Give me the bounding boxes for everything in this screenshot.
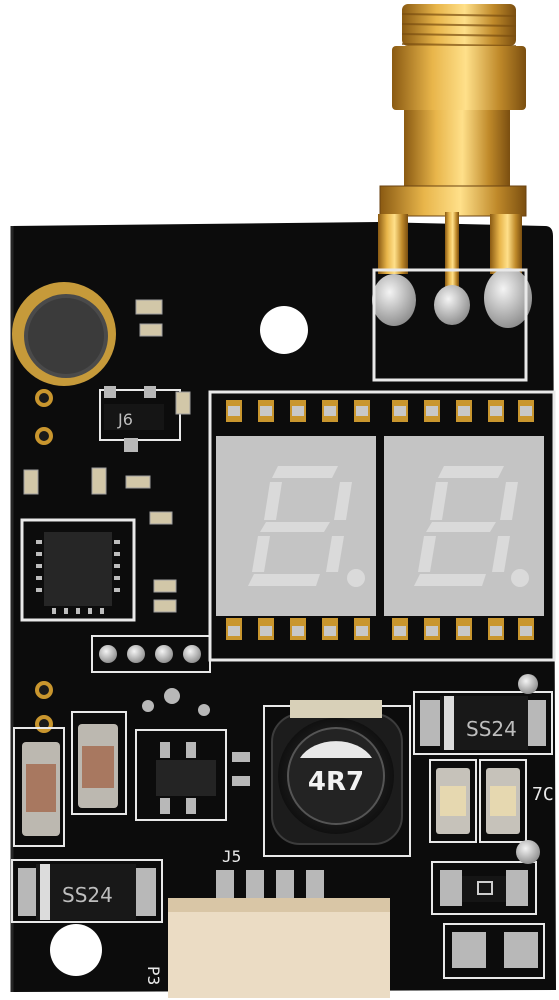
inductor-4r7: 4R7 xyxy=(263,700,411,857)
passives xyxy=(23,299,191,613)
connector-j5: J5 P3 xyxy=(144,847,390,998)
diode-ss24-bottom: SS24 xyxy=(11,859,163,923)
header-pads xyxy=(91,635,211,673)
mounting-hole-bottom xyxy=(50,924,102,976)
designator-j5: J5 xyxy=(222,847,241,866)
capacitors-left xyxy=(13,711,127,847)
side-mark: 7C xyxy=(532,784,554,805)
diode-ss24-top: SS24 xyxy=(413,691,553,755)
diode-top-label: SS24 xyxy=(466,717,517,741)
capacitors-right: 7C xyxy=(429,759,554,843)
connector-outline xyxy=(372,268,528,382)
designator-p3: P3 xyxy=(144,966,163,985)
sma-connector xyxy=(372,4,532,328)
designator-j6: J6 xyxy=(117,410,133,429)
bottom-right-pads xyxy=(431,674,545,979)
diode-bottom-label: SS24 xyxy=(62,883,113,907)
vias xyxy=(35,389,53,733)
transistor-j6: J6 xyxy=(99,386,181,452)
seven-segment-display xyxy=(208,390,556,662)
inductor-label: 4R7 xyxy=(308,767,364,797)
buzzer xyxy=(12,282,116,386)
qfn-chip xyxy=(20,518,136,622)
regulator-area xyxy=(135,688,250,821)
mounting-hole-top xyxy=(260,306,308,354)
